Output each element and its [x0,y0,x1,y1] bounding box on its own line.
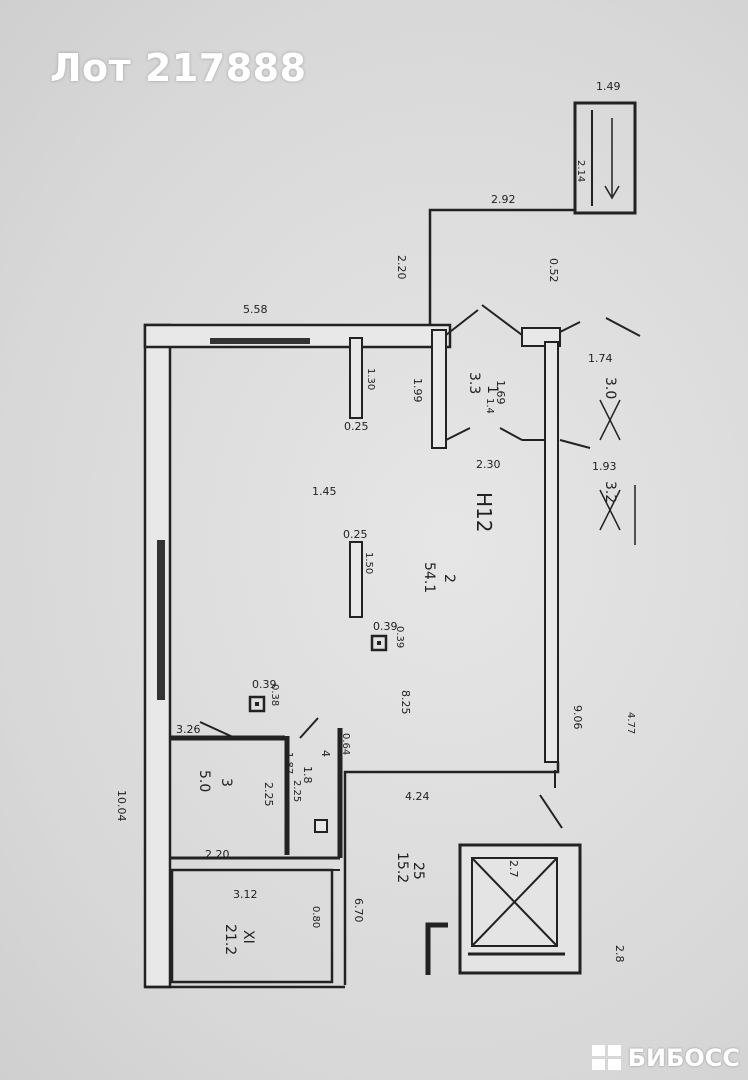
dim-4-24: 4.24 [405,790,430,803]
dim-0-38-b: 0.38 [269,684,280,706]
dim-0-39-b: 0.39 [252,678,277,691]
door-swing-3 [481,304,523,336]
room-4-area: 1.8 [301,766,314,784]
dim-8-25: 8.25 [399,690,412,715]
column-mid [349,541,363,618]
room-small-area: 2.7 [507,860,520,878]
wc-fixture [314,819,328,833]
dim-2-30: 2.30 [476,458,501,471]
dim-9-06: 9.06 [571,705,584,730]
room-right-top-area: 3.0 [602,377,618,399]
dim-1-30: 1.30 [365,368,376,390]
corridor-outline [428,208,575,325]
dim-0-25-a: 0.25 [344,420,369,433]
main-room-number: 2 [441,574,457,583]
dim-2-92: 2.92 [491,193,516,206]
dim-2-14: 2.14 [575,160,586,182]
room-3-area: 5.0 [196,770,212,792]
dim-2-20-top: 2.20 [395,255,408,280]
room-xi-area: 21.2 [222,924,238,955]
room-4-number: 4 [319,750,332,757]
door-swing-7 [559,439,591,449]
room-xi [170,868,334,984]
partition-1 [431,329,447,449]
dim-0-39-a: 0.39 [373,620,398,633]
door-swing-5 [559,321,581,333]
lot-title: Лот 217888 [50,46,307,90]
dim-3-12: 3.12 [233,888,258,901]
main-room-label: Н12 [472,492,496,533]
main-room-area: 54.1 [421,562,437,593]
door-swing-2 [445,427,471,441]
dim-0-64: 0.64 [340,733,351,755]
brand-watermark: БИБОСС [591,1044,740,1072]
dim-5-58: 5.58 [243,303,268,316]
dim-0-80: 0.80 [310,906,321,928]
room-1-area: 3.3 [466,372,482,394]
dim-4-77: 4.77 [625,712,636,734]
dim-0-52: 0.52 [547,258,560,283]
dim-1-49: 1.49 [596,80,621,93]
dim-1-50: 1.50 [363,552,374,574]
dim-1-74: 1.74 [588,352,613,365]
se-wall [343,762,560,985]
room-1-extra: 1.4 [484,398,495,414]
balcony-box [573,101,637,215]
dim-10-04: 10.04 [115,790,128,822]
window-north [210,338,310,344]
elevator-step [425,922,448,975]
dim-3-26: 3.26 [176,723,201,736]
partition-3 [544,341,559,763]
dim-1-45: 1.45 [312,485,337,498]
room-xi-number: XI [240,930,256,944]
column-top [349,337,363,419]
door-swing-1 [445,309,479,336]
dim-2-20-bot: 2.20 [205,848,230,861]
room-1-number: 1 [484,385,500,394]
dim-2-25-b: 2.25 [291,780,302,802]
room-25-area: 15.2 [394,852,410,883]
elevator-shaft [471,857,558,947]
dim-0-25-b: 0.25 [343,528,368,541]
door-swing-6 [605,317,641,337]
room-25-number: 25 [410,862,426,880]
wc-door [299,717,319,739]
dim-1-87: 1.87 [283,752,294,774]
door-swing-4 [499,427,523,441]
room-right-mid-area: 3.2 [602,481,618,503]
dim-2-25-a: 2.25 [262,782,275,807]
dim-6-70: 6.70 [352,898,365,923]
dim-1-69: 1.69 [494,380,507,405]
dim-1-99: 1.99 [411,378,424,403]
brand-logo-icon [591,1045,621,1070]
door-swing-8 [539,794,563,829]
bath-door [199,721,236,739]
riser-1 [370,634,388,652]
room-far-area: 2.8 [613,945,626,963]
room-3-number: 3 [218,778,234,787]
window-west [157,540,165,700]
brand-name: БИБОСС [627,1044,740,1072]
riser-2 [248,695,266,713]
dim-1-93: 1.93 [592,460,617,473]
dim-0-39-a2: 0.39 [394,626,405,648]
